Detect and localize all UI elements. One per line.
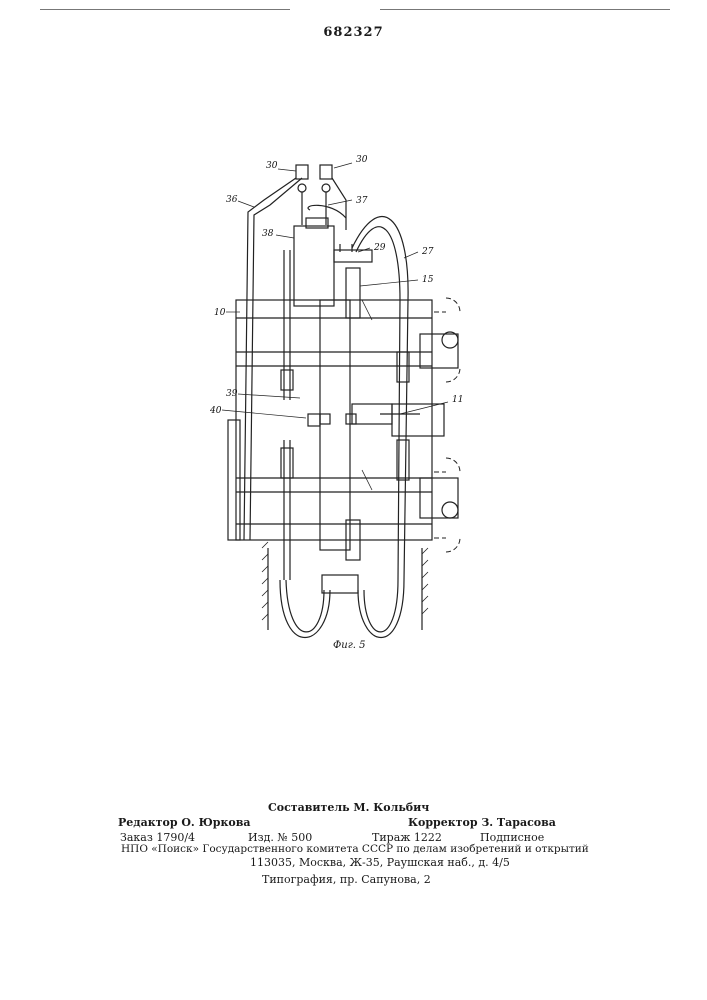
lower-hose-right [358,580,404,638]
top-rule-right [380,9,670,10]
imprint-corrector: Корректор З. Тарасова [408,816,556,829]
block-38 [294,226,334,306]
patent-number: 682327 [0,25,707,40]
imprint-address: 113035, Москва, Ж-35, Раушская наб., д. … [250,856,510,869]
label-30-right: 30 [356,155,368,165]
label-29: 29 [373,243,386,253]
imprint-publisher: НПО «Поиск» Государственного комитета СС… [121,843,589,855]
label-37: 37 [356,196,368,206]
label-36: 36 [226,195,238,205]
top-rule-left [40,9,290,10]
label-30-left: 30 [266,161,278,171]
imprint-editor: Редактор О. Юркова [118,816,251,829]
label-27: 27 [421,247,434,257]
technical-drawing: 30 30 36 37 38 29 27 15 10 39 40 11 Фиг.… [200,150,500,670]
label-38: 38 [262,229,274,239]
label-15: 15 [422,275,434,285]
label-39: 39 [226,389,238,399]
imprint-printing-house: Типография, пр. Сапунова, 2 [262,873,431,886]
part-15 [346,268,360,318]
clamp-right [320,165,332,179]
figure-caption: Фиг. 5 [333,640,366,651]
label-11: 11 [452,395,463,405]
clamp-left [296,165,308,179]
label-10: 10 [214,308,226,318]
main-body [236,300,432,540]
label-40: 40 [209,406,222,416]
imprint-compiler: Составитель М. Кольбич [268,801,429,814]
